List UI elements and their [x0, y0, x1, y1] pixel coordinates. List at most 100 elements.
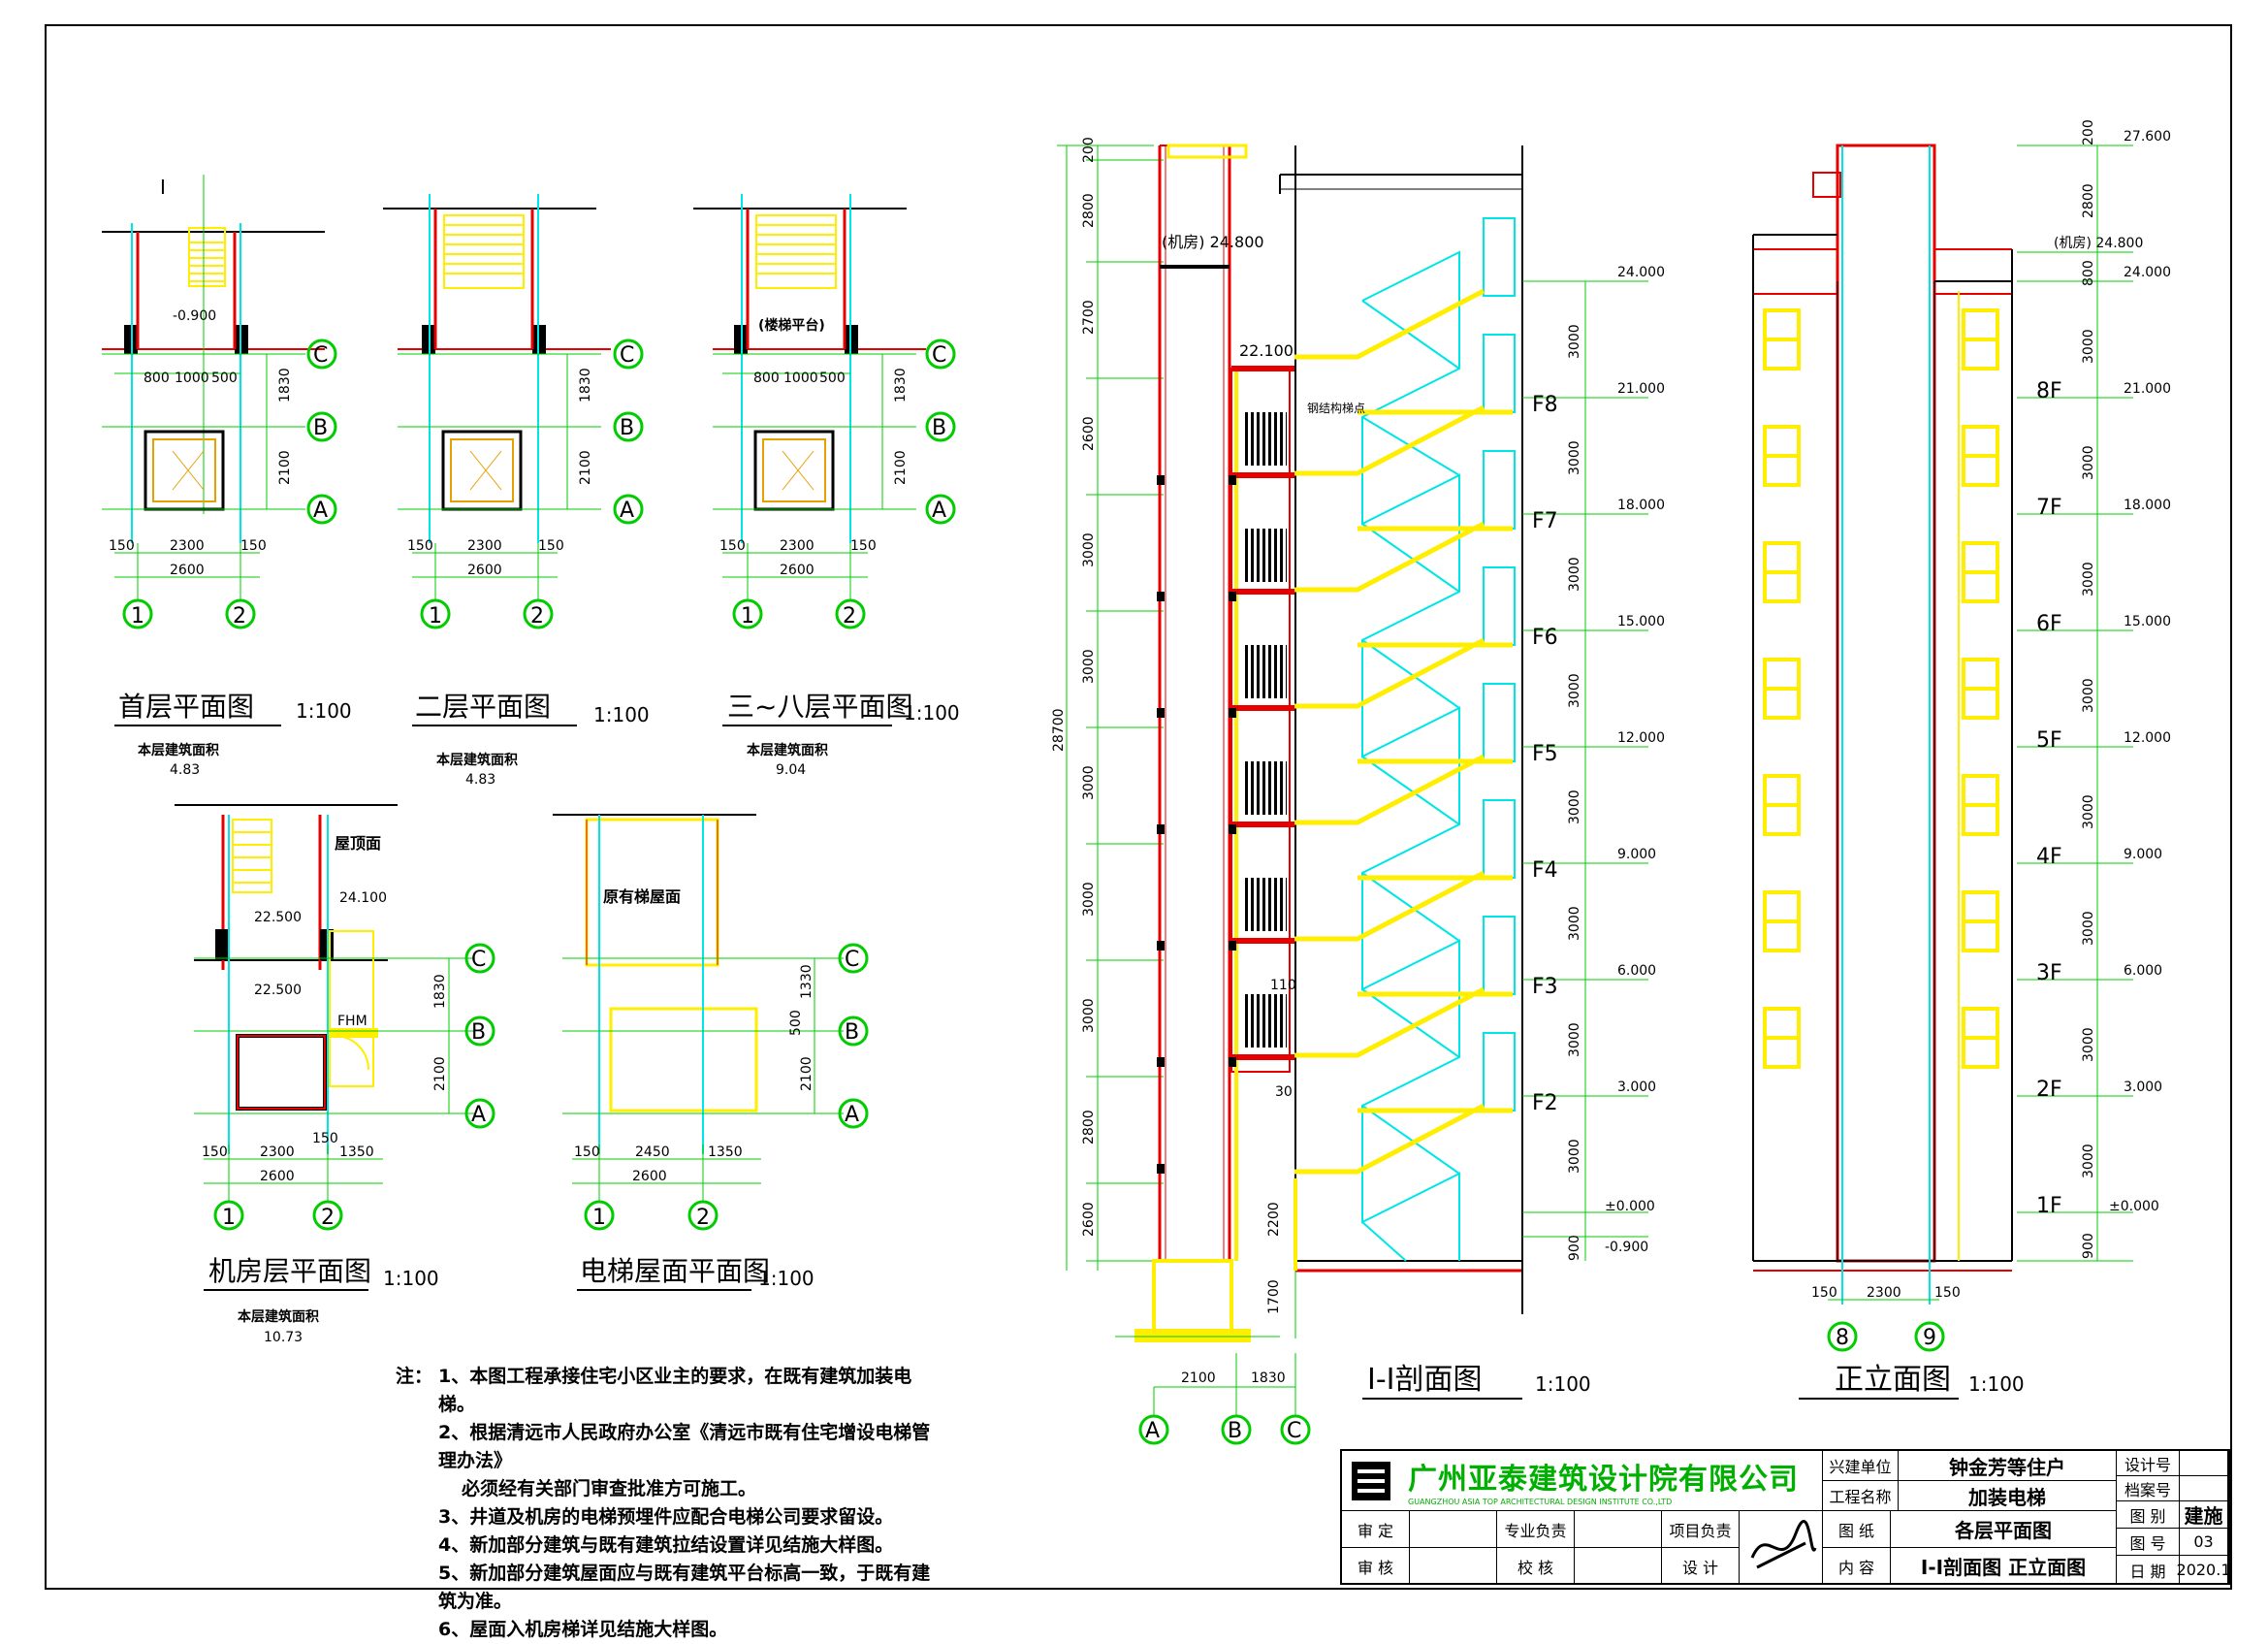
- sec-grid-A: A: [1145, 1419, 1160, 1443]
- p3-grid-bubbles: [732, 338, 956, 629]
- company-name: 广州亚泰建筑设计院有限公司: [1408, 1463, 1799, 1497]
- p1-dim-150b: 150: [240, 538, 267, 554]
- p1-scale: 1:100: [296, 699, 352, 723]
- p2-grid-bubbles: [420, 338, 644, 629]
- note-item-3: 3、井道及机房的电梯预埋件应配合电梯公司要求留设。: [438, 1506, 894, 1528]
- sec-level-1: 21.000: [1617, 381, 1665, 397]
- sec-right-dim-3: 3000: [1567, 673, 1582, 708]
- elev-level-3: 21.000: [2124, 381, 2171, 397]
- drawing-no-label: 图 号: [2117, 1529, 2180, 1556]
- p2-dim-150a: 150: [407, 538, 433, 554]
- p5-scale: 1:100: [758, 1267, 815, 1290]
- p4-area-label: 本层建筑面积: [238, 1308, 319, 1325]
- elev-level-2: 24.000: [2124, 265, 2171, 280]
- drawing-content-2: I-I剖面图 正立面图: [1891, 1548, 2117, 1585]
- p1-dim-1830: 1830: [277, 368, 293, 403]
- project-label: 工程名称: [1823, 1481, 1899, 1511]
- sec-left-dim-4: 3000: [1081, 532, 1097, 567]
- sec-level-3: 15.000: [1617, 614, 1665, 629]
- p4-grid-C: C: [471, 948, 486, 972]
- sign-review: 审 核: [1342, 1548, 1410, 1585]
- p1-grid-C: C: [313, 343, 328, 368]
- sec-pit-dim-0: 2200: [1266, 1202, 1282, 1237]
- sec-level-0: 24.000: [1617, 265, 1665, 280]
- elev-right-dims: 200 2800 800 3000 3000 3000 3000 3000 30…: [2081, 119, 2096, 1259]
- sign-design: 设 计: [1662, 1548, 1740, 1585]
- p4-door: FHM: [337, 1014, 367, 1029]
- sheet-border: [45, 24, 2232, 1590]
- sec-floor-0: F8: [1532, 393, 1558, 417]
- elev-floor-0: 8F: [2036, 379, 2062, 403]
- title-block: 广州亚泰建筑设计院有限公司 GUANGZHOU ASIA TOP ARCHITE…: [1340, 1449, 2231, 1585]
- sec-floor-4: F4: [1532, 858, 1558, 883]
- p3-dim-1830: 1830: [893, 368, 909, 403]
- p1-level: -0.900: [173, 308, 216, 324]
- drawing-sheet: I -0.900 800 1000 500 1830 2100 150 2300…: [45, 24, 2232, 1590]
- p3-grid-2: 2: [843, 604, 856, 629]
- p3-dim-1000: 1000: [783, 371, 818, 386]
- sec-left-dim-6: 3000: [1081, 765, 1097, 800]
- p3-area: 9.04: [776, 762, 806, 778]
- p4-title: 机房层平面图: [208, 1255, 371, 1287]
- elev-grid-8: 8: [1836, 1326, 1849, 1350]
- p1-grid-1: 1: [131, 604, 144, 629]
- p5-grid-bubbles: [584, 943, 869, 1231]
- p3-dim-150a: 150: [719, 538, 746, 554]
- p3-dim-800: 800: [753, 371, 780, 386]
- p5-dim-2600: 2600: [632, 1169, 667, 1184]
- p3-grid-B: B: [932, 416, 946, 440]
- sec-right-dim-2: 3000: [1567, 557, 1582, 592]
- p1-grid-B: B: [313, 416, 328, 440]
- general-notes: 注： 1、本图工程承接住宅小区业主的要求，在既有建筑加装电梯。 2、根据清远市人…: [396, 1363, 939, 1644]
- p4-dim-150b: 150: [312, 1131, 338, 1146]
- p5-dim-1350: 1350: [708, 1144, 743, 1160]
- sec-total-height: 28700: [1051, 708, 1067, 752]
- p3-dim-150b: 150: [850, 538, 877, 554]
- plan-3-8-floor: (楼梯平台) 800 1000 500 1830 2100 150 2300 1…: [693, 194, 960, 778]
- sec-floor-1: F7: [1532, 509, 1558, 533]
- sec-right-dim-5: 3000: [1567, 906, 1582, 941]
- elev-level-5: 15.000: [2124, 614, 2171, 629]
- p1-dim-1000: 1000: [175, 371, 209, 386]
- p3-dim-2300: 2300: [780, 538, 815, 554]
- p4-dim-150a: 150: [202, 1144, 228, 1160]
- elev-bottom-dim-1: 2300: [1867, 1285, 1901, 1301]
- elev-floor-labels: 8F 7F 6F 5F 4F 3F 2F 1F: [2036, 379, 2062, 1218]
- sec-floor-5: F3: [1532, 975, 1558, 999]
- sec-right-dims: 3000 3000 3000 3000 3000 3000 3000 3000 …: [1567, 324, 1582, 1261]
- p2-dim-2600: 2600: [467, 563, 502, 578]
- p5-grid-A: A: [845, 1103, 859, 1127]
- sec-note-top: 钢结构梯点: [1307, 401, 1365, 415]
- note-item-4: 4、新加部分建筑与既有建筑拉结设置详见结施大样图。: [438, 1534, 894, 1556]
- project-value: 加装电梯: [1899, 1481, 2117, 1511]
- elev-level-8: 6.000: [2124, 963, 2162, 979]
- plan-ground-floor: I -0.900 800 1000 500 1830 2100 150 2300…: [102, 175, 352, 778]
- p4-scale: 1:100: [383, 1267, 439, 1290]
- p2-dim-2300: 2300: [467, 538, 502, 554]
- p3-scale: 1:100: [904, 701, 960, 725]
- sec-bottom-dim-0: 2100: [1181, 1370, 1216, 1386]
- elev-grid-bubbles: [1827, 1321, 1945, 1352]
- p1-dim-2300: 2300: [170, 538, 205, 554]
- p2-grid-B: B: [620, 416, 634, 440]
- note-item-5: 5、新加部分建筑屋面应与既有建筑平台标高一致，于既有建筑为准。: [438, 1563, 931, 1612]
- p3-grid-1: 1: [741, 604, 754, 629]
- elev-bottom-dim-2: 150: [1934, 1285, 1961, 1301]
- drawing-type-label: 图 别: [2117, 1501, 2180, 1529]
- p2-grid-C: C: [620, 343, 634, 368]
- p1-dim-2600: 2600: [170, 563, 205, 578]
- p4-level-2: 24.100: [339, 890, 387, 906]
- p1-dim-500: 500: [211, 371, 238, 386]
- p4-dim-2300: 2300: [260, 1144, 295, 1160]
- plan-machine-room: 屋顶面 22.500 24.100 22.500 FHM 1830 2100 1…: [175, 804, 475, 1345]
- sec-grid-bubbles: [1138, 1414, 1311, 1445]
- sec-left-dim-9: 2800: [1081, 1110, 1097, 1144]
- elev-dim-2: 800: [2081, 260, 2096, 286]
- p2-grid-2: 2: [530, 604, 544, 629]
- p3-grid-C: C: [932, 343, 946, 368]
- sec-level-2: 18.000: [1617, 498, 1665, 513]
- sec-left-dim-0: 200: [1081, 137, 1097, 163]
- sec-floor-6: F2: [1532, 1091, 1558, 1115]
- p5-grid-1: 1: [592, 1206, 606, 1230]
- elev-dim-10: 3000: [2081, 1144, 2096, 1178]
